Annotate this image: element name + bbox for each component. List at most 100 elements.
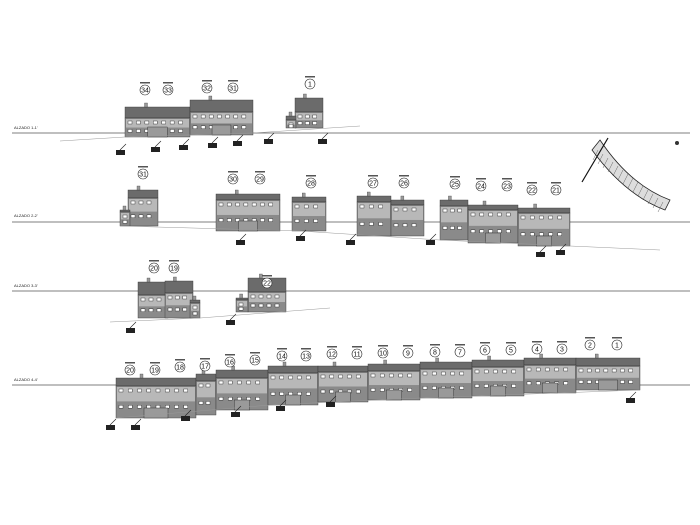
garage-door: [233, 399, 250, 411]
unit-circle: [162, 84, 174, 96]
building-section-1: [124, 102, 191, 138]
window: [457, 208, 462, 213]
level-leader: [182, 138, 190, 146]
window: [493, 369, 498, 374]
plot-line: [642, 189, 649, 201]
window: [260, 202, 265, 207]
window: [288, 392, 293, 396]
level-marker-icon: [264, 139, 273, 144]
unit-level-text: [403, 345, 413, 347]
chimney: [595, 353, 599, 359]
level-leader: [299, 229, 307, 237]
unit-level-text: [149, 260, 159, 262]
window: [563, 381, 568, 385]
unit-circle: [137, 168, 149, 180]
level-leader: [629, 391, 637, 399]
window: [347, 374, 352, 379]
window: [297, 121, 303, 125]
roof: [189, 299, 201, 304]
window: [603, 368, 609, 373]
chimney: [303, 93, 307, 99]
window: [305, 121, 310, 125]
unit-number: 31: [229, 85, 237, 92]
window: [165, 405, 170, 409]
window: [369, 222, 374, 226]
building-section-4: [523, 353, 577, 394]
window: [548, 232, 553, 237]
window: [156, 308, 162, 312]
unit-number: 26: [400, 180, 408, 187]
building-section-3: [235, 293, 249, 313]
unit-level-text: [163, 82, 173, 84]
window: [370, 388, 376, 392]
unit-number: 21: [552, 187, 560, 194]
unit-number: 3: [560, 346, 564, 353]
unit-number: 22: [528, 187, 536, 194]
window: [227, 202, 232, 207]
level-leader: [559, 243, 567, 251]
unit-circle: [139, 84, 151, 96]
window: [389, 373, 394, 378]
window: [200, 125, 206, 130]
plot-line: [612, 165, 619, 177]
level-marker-icon: [318, 139, 327, 144]
window: [611, 368, 617, 373]
building-section-1: [285, 111, 297, 129]
unit-circle: [305, 177, 317, 189]
garage-door: [542, 382, 559, 394]
window: [279, 375, 284, 380]
garage-door: [211, 124, 232, 136]
window: [356, 389, 361, 394]
chimney: [487, 355, 491, 361]
plot-line: [592, 149, 599, 161]
window: [306, 375, 311, 380]
level-marker-icon: [556, 250, 565, 255]
building-section-3: [189, 295, 201, 319]
unit-circle: [227, 173, 239, 185]
unit-number: 31: [139, 171, 147, 178]
window: [246, 380, 251, 385]
chimney: [173, 276, 177, 282]
building-section-4: [115, 373, 197, 419]
window: [304, 219, 309, 223]
window: [128, 388, 133, 393]
unit-number: 1: [308, 81, 312, 88]
window: [313, 219, 318, 223]
window: [442, 226, 448, 230]
unit-circle: [326, 348, 338, 360]
level-marker-icon: [106, 425, 115, 430]
window: [470, 212, 476, 217]
window: [450, 371, 455, 376]
unit-number-marker: 19: [149, 362, 161, 376]
window: [502, 369, 507, 374]
chimney: [367, 191, 371, 197]
window: [457, 226, 462, 230]
building-section-4: [195, 369, 217, 416]
roof: [356, 195, 392, 203]
window: [411, 207, 417, 212]
unit-level-text: [506, 342, 516, 344]
section-label-3: ALZADO 3-3': [14, 283, 38, 288]
window: [530, 232, 535, 237]
unit-number: 24: [477, 183, 485, 190]
level-leader: [234, 405, 242, 413]
window: [459, 386, 464, 390]
level-marker-icon: [181, 416, 190, 421]
window: [268, 218, 273, 222]
chimney: [259, 273, 263, 279]
window: [146, 214, 152, 219]
chimney: [122, 205, 127, 211]
building-section-4: [367, 359, 421, 401]
building-section-2: [439, 195, 469, 241]
chimney: [136, 185, 141, 191]
unit-level-text: [301, 348, 311, 350]
chimney: [146, 277, 151, 283]
unit-number-marker: 22: [526, 182, 538, 196]
unit-number-marker: 24: [475, 178, 487, 192]
unit-circle: [531, 343, 543, 355]
upper-floor-band: [166, 294, 192, 306]
roof: [523, 357, 577, 366]
roof: [291, 196, 327, 203]
level-leader: [267, 132, 275, 140]
unit-level-text: [250, 352, 260, 354]
